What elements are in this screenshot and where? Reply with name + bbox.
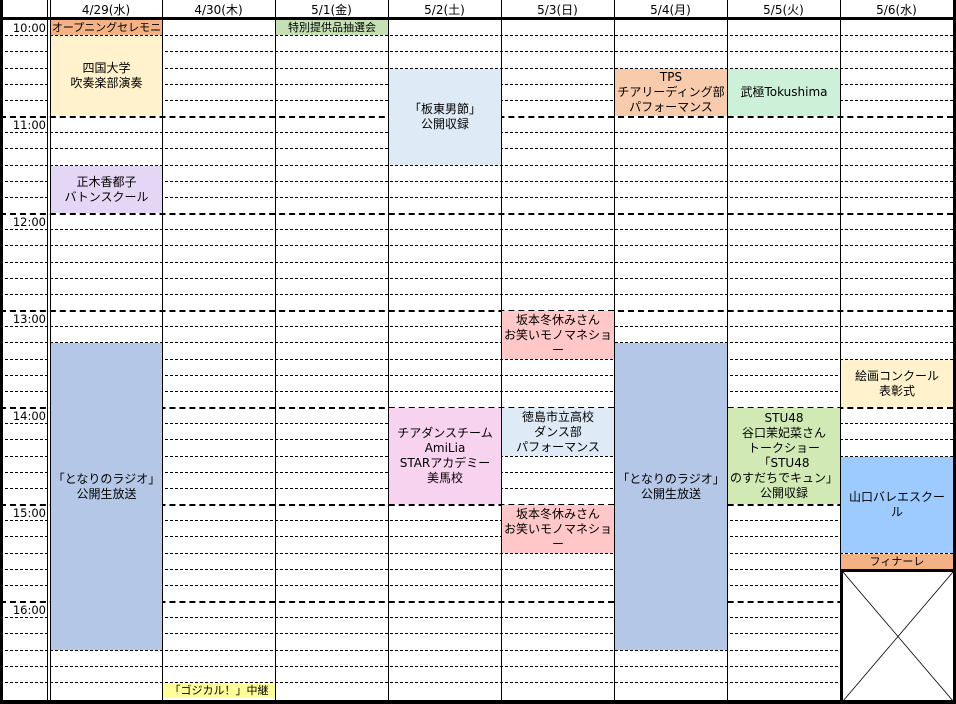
slot-divider xyxy=(0,553,953,554)
event-block[interactable]: 絵画コンクール 表彰式 xyxy=(841,360,953,407)
left-border xyxy=(0,0,3,704)
day-header: 5/1(金) xyxy=(275,0,388,19)
day-header: 5/5(火) xyxy=(727,0,840,19)
day-column-border xyxy=(162,0,163,704)
day-header: 5/2(土) xyxy=(388,0,501,19)
slot-divider xyxy=(0,650,953,651)
slot-divider xyxy=(0,262,953,263)
slot-divider xyxy=(0,197,953,198)
time-label: 13:00 xyxy=(12,312,46,326)
slot-divider xyxy=(0,666,953,667)
event-block[interactable]: 坂本冬休みさん お笑いモノマネショー xyxy=(502,505,614,553)
event-block[interactable]: 「となりのラジオ」 公開生放送 xyxy=(615,343,727,650)
hour-divider xyxy=(0,213,953,215)
day-column-border xyxy=(275,0,276,704)
time-label: 10:00 xyxy=(12,21,46,35)
event-block[interactable]: オープニングセレモニー xyxy=(51,20,162,35)
day-column-border xyxy=(614,0,615,704)
event-block[interactable]: STU48 谷口茉妃菜さん トークショー「STU48 のすだちでキュン」 公開収… xyxy=(728,408,840,504)
event-block[interactable]: 「となりのラジオ」 公開生放送 xyxy=(51,343,162,650)
event-block[interactable]: フィナーレ xyxy=(841,554,953,569)
slot-divider xyxy=(0,51,953,52)
slot-divider xyxy=(0,585,953,586)
event-block[interactable]: 正木香都子 バトンスクール xyxy=(51,166,162,213)
header-corner xyxy=(0,0,50,19)
event-block[interactable]: チアダンスチーム AmiLia STARアカデミー 美馬校 xyxy=(389,408,501,504)
hour-divider xyxy=(0,601,953,603)
slot-divider xyxy=(0,35,953,36)
event-block[interactable]: 特別提供品抽選会 xyxy=(276,20,388,35)
day-header: 4/30(木) xyxy=(162,0,275,19)
day-column-border xyxy=(840,0,841,704)
slot-divider xyxy=(0,165,953,166)
header-bottom-border xyxy=(0,17,956,20)
x-mark-icon xyxy=(843,572,953,701)
slot-divider xyxy=(0,375,953,376)
day-column-border xyxy=(727,0,728,704)
right-border xyxy=(953,0,956,704)
event-block[interactable]: TPS チアリーディング部 パフォーマンス xyxy=(615,69,727,116)
slot-divider xyxy=(0,278,953,279)
day-header: 5/4(月) xyxy=(614,0,727,19)
event-block[interactable]: 坂本冬休みさん お笑いモノマネショー xyxy=(502,311,614,359)
event-block[interactable]: 武極Tokushima xyxy=(728,69,840,116)
slot-divider xyxy=(0,536,953,537)
time-column-border xyxy=(47,0,48,704)
day-column-border xyxy=(388,0,389,704)
time-label: 15:00 xyxy=(12,506,46,520)
slot-divider xyxy=(0,326,953,327)
day-header: 5/3(日) xyxy=(501,0,614,19)
event-block[interactable]: 「ゴジカル！」中継 xyxy=(163,683,275,698)
time-column-border xyxy=(50,0,51,704)
slot-divider xyxy=(0,245,953,246)
slot-divider xyxy=(0,520,953,521)
time-label: 14:00 xyxy=(12,409,46,423)
event-block[interactable]: 徳島市立高校 ダンス部 パフォーマンス xyxy=(502,408,614,456)
day-header: 5/6(水) xyxy=(840,0,953,19)
slot-divider xyxy=(0,682,953,683)
slot-divider xyxy=(0,294,953,295)
crossed-out-cell xyxy=(840,569,956,704)
hour-divider xyxy=(0,504,953,506)
event-block[interactable]: 「板東男節」 公開収録 xyxy=(389,69,501,165)
day-column-border xyxy=(501,0,502,704)
slot-divider xyxy=(0,617,953,618)
event-block[interactable]: 山口バレエスクー ル xyxy=(841,457,953,553)
time-label: 12:00 xyxy=(12,215,46,229)
slot-divider xyxy=(0,569,953,570)
event-block[interactable]: 四国大学 吹奏楽部演奏 xyxy=(51,36,162,116)
slot-divider xyxy=(0,181,953,182)
slot-divider xyxy=(0,68,953,69)
bottom-border xyxy=(0,700,956,704)
time-label: 16:00 xyxy=(12,603,46,617)
hour-divider xyxy=(0,310,953,312)
slot-divider xyxy=(0,229,953,230)
slot-divider xyxy=(0,342,953,343)
slot-divider xyxy=(0,391,953,392)
time-label: 11:00 xyxy=(12,118,46,132)
slot-divider xyxy=(0,633,953,634)
day-header: 4/29(水) xyxy=(50,0,162,19)
slot-divider xyxy=(0,359,953,360)
